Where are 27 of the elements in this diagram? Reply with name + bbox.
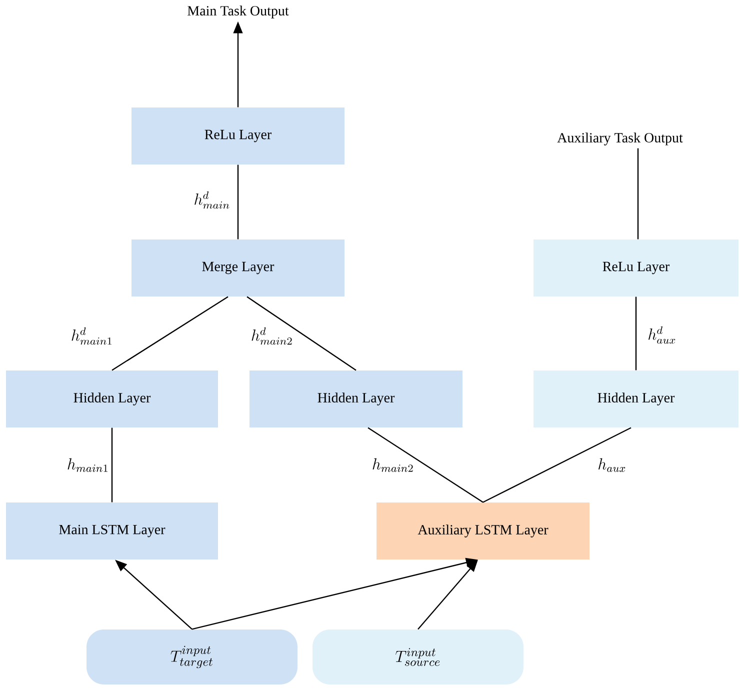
input-box: $T^{input}_{target}$ xyxy=(86,630,298,684)
connector-line xyxy=(112,296,228,371)
output-label: Main Task Output xyxy=(188,6,289,18)
layer-box: Auxiliary LSTM Layer xyxy=(376,502,590,560)
output-label: Auxiliary Task Output xyxy=(557,132,683,146)
connector-line xyxy=(482,427,632,503)
connector-line xyxy=(637,148,639,240)
edge-label: $h^{d}_{main2}$ xyxy=(252,327,292,345)
edge-label: $h^{d}_{aux}$ xyxy=(648,326,676,344)
layer-box: ReLu Layer xyxy=(534,240,738,296)
edge-label: $h_{main1}$ xyxy=(68,458,108,472)
connector-line xyxy=(635,296,637,370)
connector-line xyxy=(246,296,356,371)
connector-line xyxy=(111,428,113,502)
layer-box: Hidden Layer xyxy=(534,370,738,428)
layer-box: Hidden Layer xyxy=(250,370,462,428)
edge-label: $h_{aux}$ xyxy=(598,458,626,472)
connector-line xyxy=(237,164,239,240)
layer-box: Hidden Layer xyxy=(6,370,218,428)
layer-box: Main LSTM Layer xyxy=(6,502,218,560)
connector-line xyxy=(368,427,484,503)
layer-box: ReLu Layer xyxy=(132,108,344,164)
edge-label: $h^{d}_{main}$ xyxy=(194,191,230,209)
edge-label: $h_{main2}$ xyxy=(372,458,413,472)
edge-label: $h^{d}_{main1}$ xyxy=(72,327,112,345)
input-box: $T^{input}_{source}$ xyxy=(312,630,524,684)
layer-box: Merge Layer xyxy=(132,240,344,296)
